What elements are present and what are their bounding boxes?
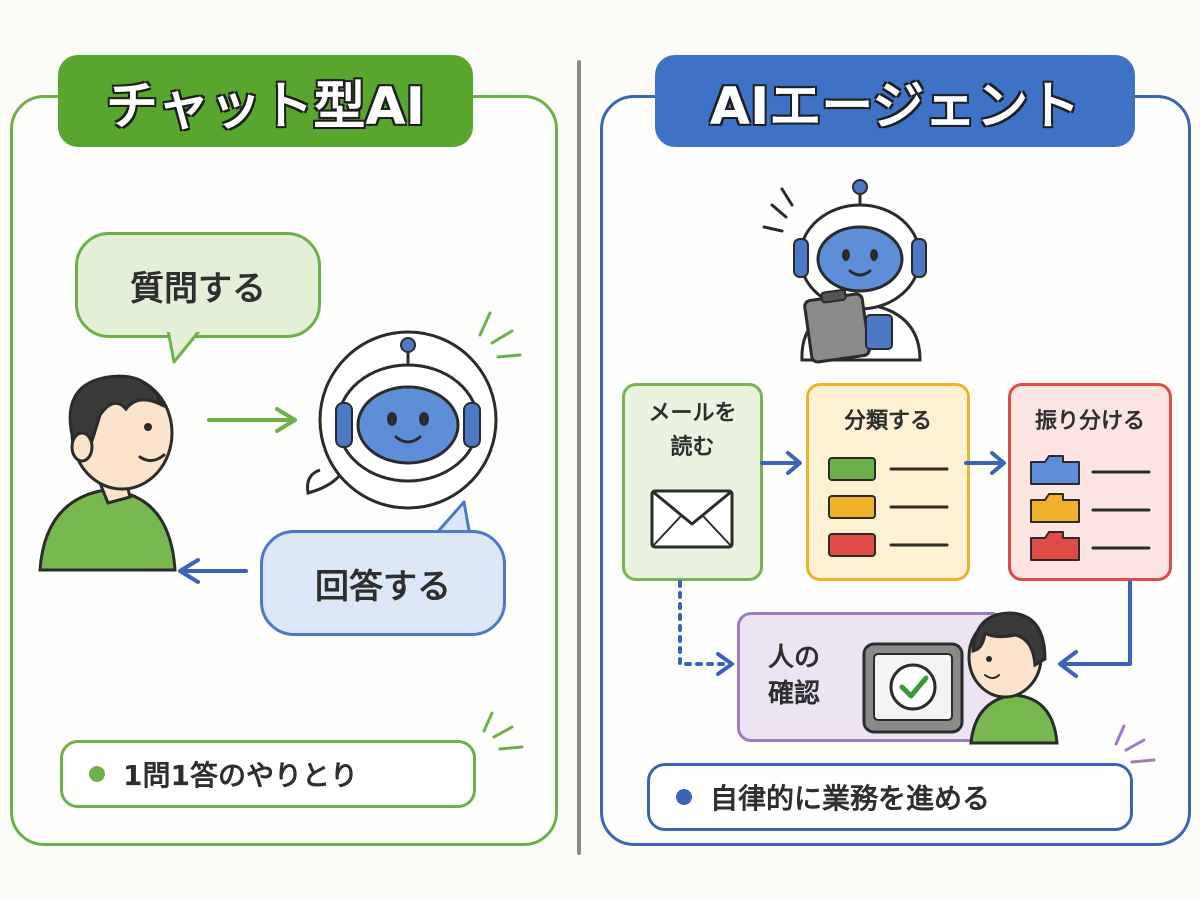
arrow-right-icon xyxy=(964,451,1006,475)
arrow-left-icon xyxy=(178,558,248,584)
ai-agent-title: AIエージェント xyxy=(655,55,1135,147)
question-bubble-tail xyxy=(166,328,204,364)
tablet-checkmark-icon xyxy=(862,642,964,734)
ai-agent-summary: 自律的に業務を進める xyxy=(647,763,1133,831)
envelope-icon xyxy=(650,489,734,549)
sparkle-lines-icon xyxy=(482,711,524,751)
chat-ai-title: チャット型AI xyxy=(58,55,473,147)
panel-divider xyxy=(577,60,581,855)
sparkle-lines-icon xyxy=(1114,724,1156,764)
step-read-mail-label-1: メールを xyxy=(648,401,737,426)
person-icon xyxy=(967,611,1059,745)
step-read-mail: メールを 読む xyxy=(622,383,763,581)
chat-ai-summary: 1問1答のやりとり xyxy=(60,740,476,808)
answer-bubble: 回答する xyxy=(260,530,506,636)
bullet-dot-icon xyxy=(89,766,105,782)
person-icon xyxy=(38,374,177,572)
answer-bubble-tail xyxy=(432,500,472,537)
arrow-return-icon xyxy=(1058,580,1132,678)
step-human-confirm-label-2: 確認 xyxy=(768,679,821,709)
robot-icon xyxy=(306,330,498,510)
step-distribute: 振り分ける xyxy=(1008,383,1172,581)
bullet-dot-icon xyxy=(676,789,692,805)
dotted-arrow-icon xyxy=(678,580,734,676)
ai-agent-summary-text: 自律的に業務を進める xyxy=(710,782,991,815)
step-human-confirm-label-1: 人の xyxy=(768,643,821,673)
color-tag-list-icon xyxy=(828,457,949,557)
arrow-right-icon xyxy=(760,451,802,475)
chat-ai-summary-text: 1問1答のやりとり xyxy=(123,759,358,792)
folder-list-icon xyxy=(1030,455,1151,561)
arrow-right-icon xyxy=(207,407,297,433)
sparkle-lines-icon xyxy=(478,311,522,359)
step-distribute-label: 振り分ける xyxy=(1034,409,1145,434)
step-read-mail-label-2: 読む xyxy=(670,435,715,460)
question-bubble: 質問する xyxy=(75,232,321,338)
step-classify: 分類する xyxy=(806,383,970,581)
step-classify-label: 分類する xyxy=(843,409,932,434)
robot-clipboard-icon xyxy=(762,179,927,364)
